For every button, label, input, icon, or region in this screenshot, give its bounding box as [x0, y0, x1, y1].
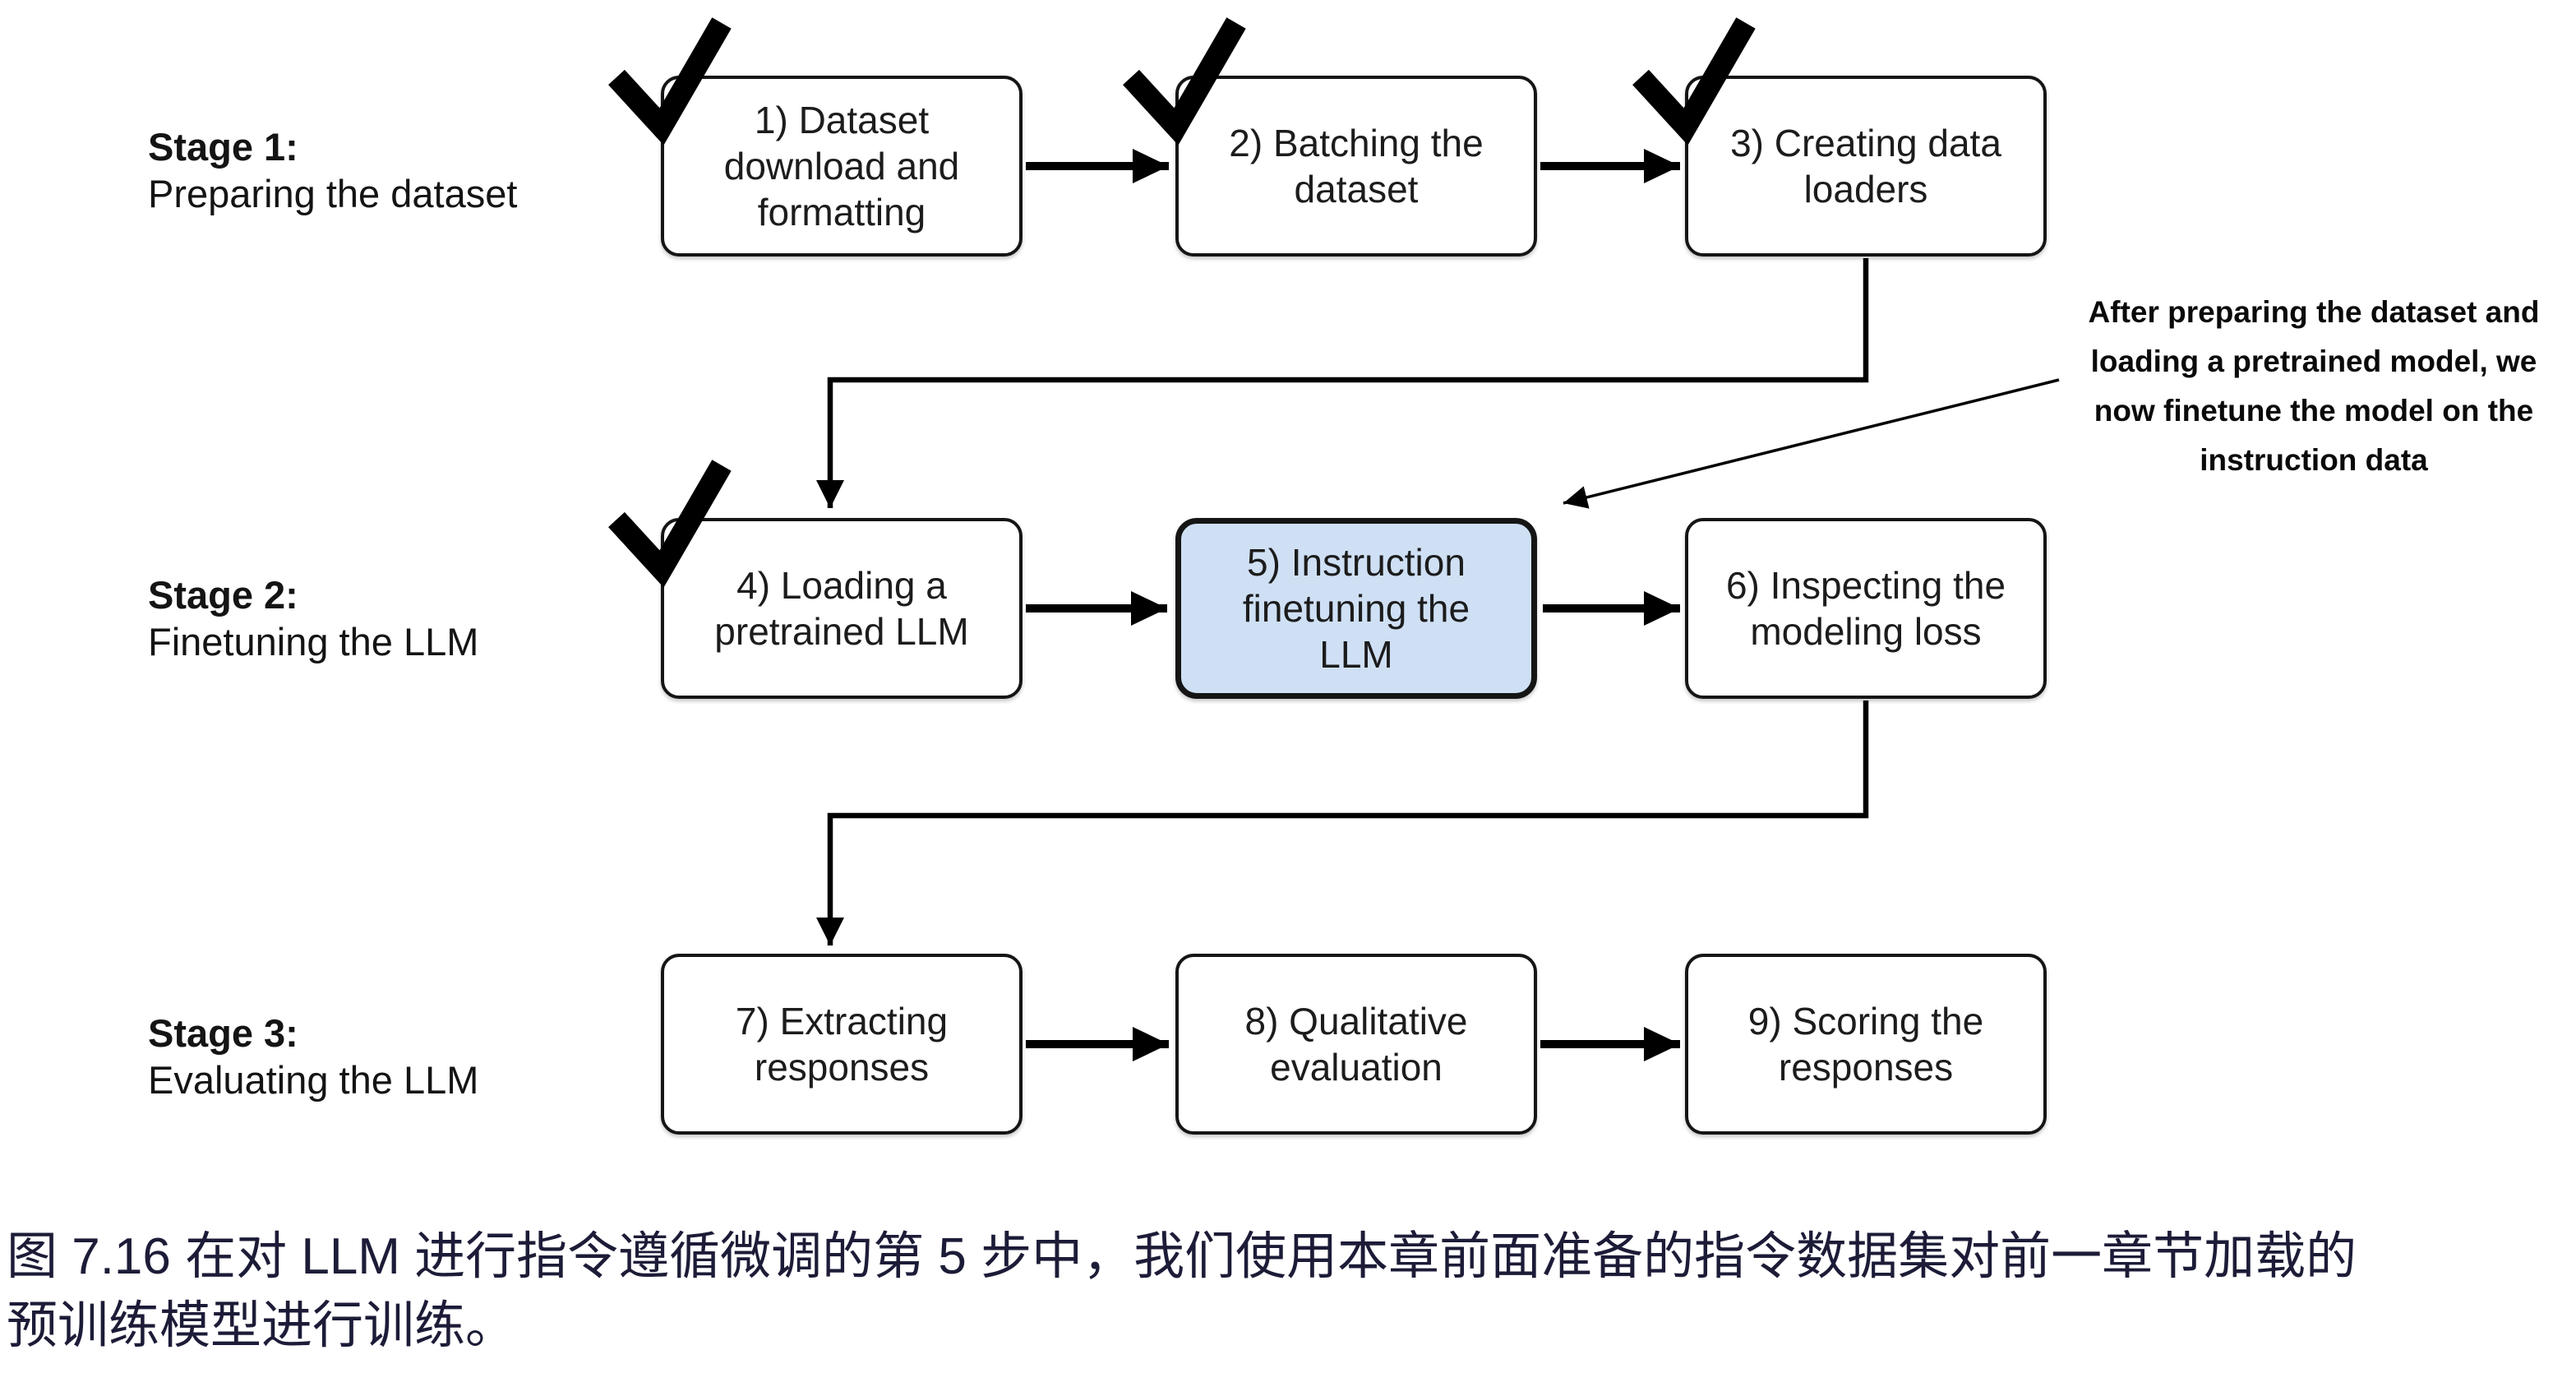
stage-1-title: Stage 1:: [148, 125, 298, 169]
annotation-line: After preparing the dataset and: [2088, 295, 2540, 329]
arrow-step6-to-step7: [816, 700, 1869, 945]
stage-2-title: Stage 2:: [148, 573, 298, 617]
box-step-4: 4) Loading a pretrained LLM: [661, 518, 1023, 699]
box-step-9: 9) Scoring the responses: [1685, 954, 2047, 1135]
figure-caption-line-2: 预训练模型进行训练。: [7, 1297, 517, 1354]
stage-2-subtitle: Finetuning the LLM: [148, 620, 479, 663]
box-step-2: 2) Batching the dataset: [1175, 76, 1537, 257]
stage-1-subtitle: Preparing the dataset: [148, 172, 518, 215]
figure-caption: 图 7.16 在对 LLM 进行指令遵循微调的第 5 步中，我们使用本章前面准备…: [7, 1223, 2571, 1361]
stage-3-label: Stage 3: Evaluating the LLM: [148, 1010, 478, 1103]
stage-1-label: Stage 1: Preparing the dataset: [148, 123, 517, 217]
stage-3-title: Stage 3:: [148, 1011, 298, 1055]
box-step-7: 7) Extracting responses: [661, 954, 1023, 1135]
arrow-step3-to-step4: [816, 258, 1869, 508]
box-step-1: 1) Dataset download and formatting: [661, 76, 1023, 257]
annotation-line: instruction data: [2200, 443, 2428, 477]
box-step-6: 6) Inspecting the modeling loss: [1685, 518, 2047, 699]
box-step-5: 5) Instruction finetuning the LLM: [1175, 518, 1537, 699]
annotation-line: now finetune the model on the: [2094, 394, 2534, 428]
annotation-pointer-arrow: [1563, 378, 2060, 509]
box-step-3: 3) Creating data loaders: [1685, 76, 2047, 257]
annotation-line: loading a pretrained model, we: [2090, 344, 2537, 378]
figure-caption-line-1: 图 7.16 在对 LLM 进行指令遵循微调的第 5 步中，我们使用本章前面准备…: [7, 1228, 2357, 1285]
stage-2-label: Stage 2: Finetuning the LLM: [148, 571, 478, 665]
annotation-note: After preparing the dataset and loading …: [2051, 288, 2576, 485]
box-step-8: 8) Qualitative evaluation: [1175, 954, 1537, 1135]
stage-3-subtitle: Evaluating the LLM: [148, 1058, 479, 1102]
